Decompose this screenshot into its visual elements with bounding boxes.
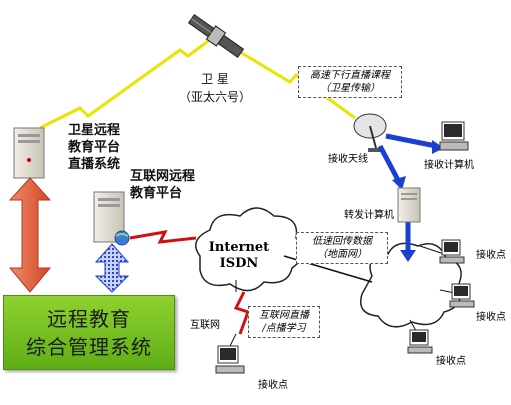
internet-platform-label: 互联网远程 教育平台 bbox=[130, 169, 196, 201]
receiving-point-computer-1-icon bbox=[439, 239, 465, 264]
internet-link bbox=[129, 230, 197, 244]
forwarding-server-icon bbox=[397, 187, 421, 223]
internet-server-icon bbox=[93, 191, 130, 246]
receiving-point-label-3: 接收点 bbox=[436, 356, 466, 367]
internet-to-mgmt-arrow bbox=[94, 243, 130, 293]
dish-antenna-icon bbox=[353, 113, 387, 152]
internet-down-link bbox=[233, 291, 250, 335]
satellite-server-icon bbox=[13, 127, 45, 179]
internet-learning-note: 互联网直播 /点播学习 bbox=[248, 306, 320, 338]
satellite-label: 卫 星 （亚太六号） bbox=[178, 72, 251, 104]
receiving-point-computer-2-icon bbox=[449, 283, 475, 308]
forwarder-to-cloud-arrow bbox=[400, 222, 416, 262]
dish-to-receiver-arrow bbox=[385, 133, 444, 154]
receiving-point-label-4: 接收点 bbox=[258, 380, 288, 391]
receiving-point-label-1: 接收点 bbox=[476, 250, 506, 261]
management-system-box: 远程教育 综合管理系统 bbox=[3, 295, 175, 370]
sat-link-left bbox=[39, 34, 216, 130]
satellite-icon bbox=[187, 14, 245, 58]
satellite-to-mgmt-arrow bbox=[8, 177, 52, 293]
downlink-note: 高速下行直播课程 （卫星传输） bbox=[298, 66, 402, 98]
antenna-label: 接收天线 bbox=[328, 154, 368, 165]
internet-label: 互联网 bbox=[190, 320, 220, 331]
receiving-point-computer-3-icon bbox=[407, 329, 433, 354]
receiver-computer-icon bbox=[439, 121, 469, 151]
dish-to-forwarder-arrow bbox=[377, 144, 406, 190]
receiving-point-computer-4-icon bbox=[215, 345, 245, 374]
receiver-computer-label: 接收计算机 bbox=[424, 160, 474, 171]
receiving-point-label-2: 接收点 bbox=[476, 312, 506, 323]
forwarding-computer-label: 转发计算机 bbox=[344, 210, 394, 221]
recv-line-1 bbox=[419, 245, 445, 255]
internet-cloud-label: Internet ISDN bbox=[208, 240, 270, 271]
uplink-note: 低速回传数据 （地面网） bbox=[296, 232, 388, 264]
satellite-platform-label: 卫星远程 教育平台 直播系统 bbox=[68, 123, 121, 172]
